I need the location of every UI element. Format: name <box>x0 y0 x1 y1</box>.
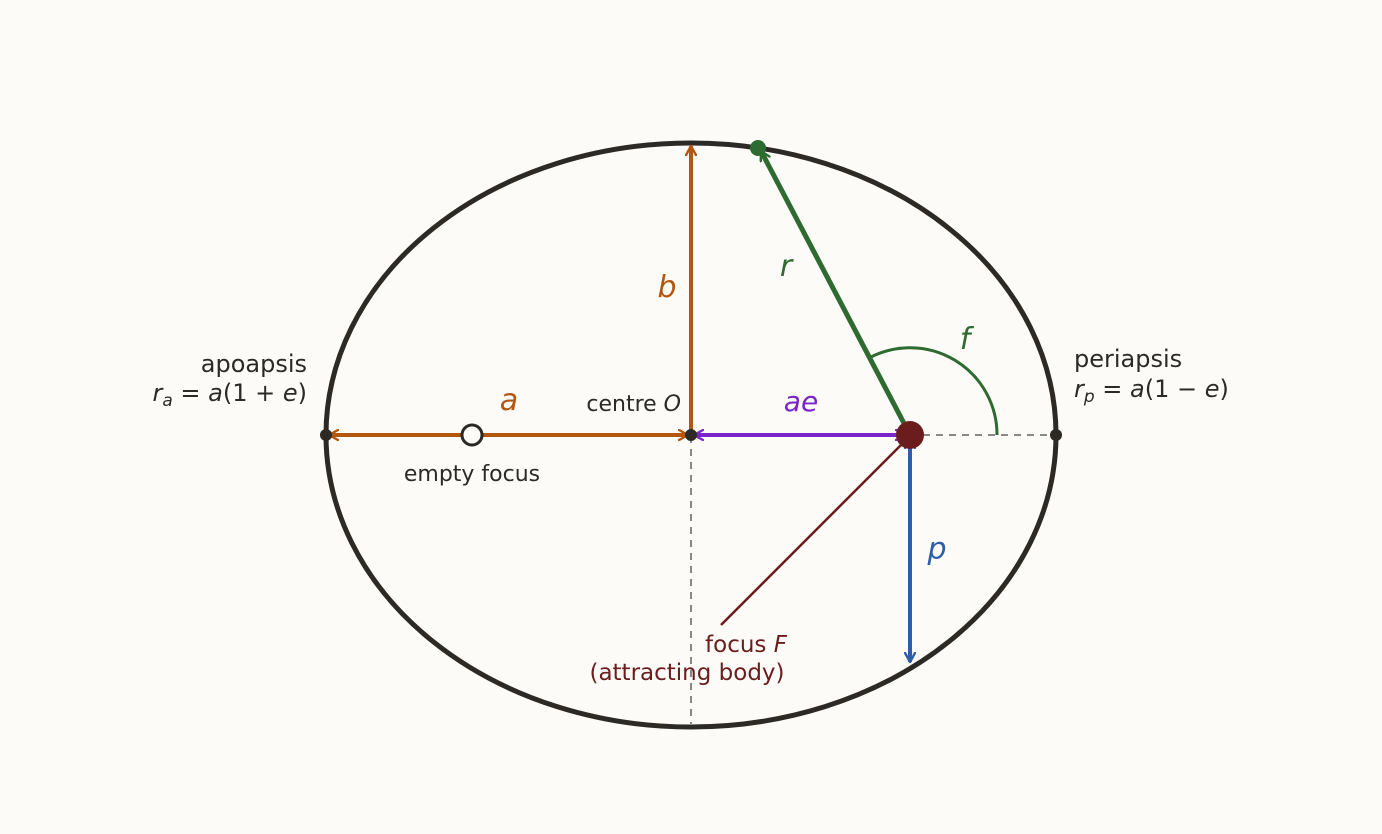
centre-word: centre <box>586 392 656 417</box>
apoapsis-formula: ra = a(1 + e) <box>152 379 307 411</box>
centre-label: centre O <box>586 392 681 417</box>
peri-a: a <box>1130 375 1145 403</box>
true-anomaly-arc <box>868 346 999 436</box>
peri-e: e <box>1205 375 1220 403</box>
apo-close: ) <box>298 379 307 407</box>
apoapsis-label: apoapsis <box>201 350 307 378</box>
periapsis-label: periapsis <box>1074 345 1182 373</box>
centre-symbol: O <box>664 392 681 417</box>
periapsis-formula: rp = a(1 − e) <box>1074 375 1229 407</box>
peri-close: ) <box>1220 375 1229 403</box>
focus-word: focus <box>705 632 766 658</box>
attracting-body-label: (attracting body) <box>589 660 784 686</box>
label-f: f <box>960 322 975 357</box>
orbiting-body-point <box>750 140 766 156</box>
peri-r: r <box>1074 375 1086 403</box>
empty-focus-marker <box>460 423 484 447</box>
radius-vector-arrow <box>758 151 910 431</box>
label-ae: ae <box>784 385 818 418</box>
centre-point <box>685 429 697 441</box>
empty-focus-label: empty focus <box>404 462 540 487</box>
focus-body <box>896 421 924 449</box>
label-p: p <box>926 532 946 567</box>
focus-leader-line <box>720 440 906 626</box>
peri-sub: p <box>1083 387 1095 407</box>
apo-sub: a <box>162 391 172 411</box>
periapsis-point <box>1050 429 1062 441</box>
label-r: r <box>780 249 794 284</box>
focus-symbol: F <box>774 632 788 658</box>
peri-eq: = <box>1095 375 1130 403</box>
apo-e: e <box>283 379 298 407</box>
apoapsis-point <box>320 429 332 441</box>
apo-eq: = <box>173 379 208 407</box>
apo-r: r <box>152 379 164 407</box>
focus-label: focus F <box>705 632 788 658</box>
label-b: b <box>657 270 676 305</box>
apo-a: a <box>208 379 223 407</box>
apo-open: (1 + <box>223 379 283 407</box>
peri-open: (1 − <box>1145 375 1205 403</box>
label-a: a <box>500 383 518 418</box>
